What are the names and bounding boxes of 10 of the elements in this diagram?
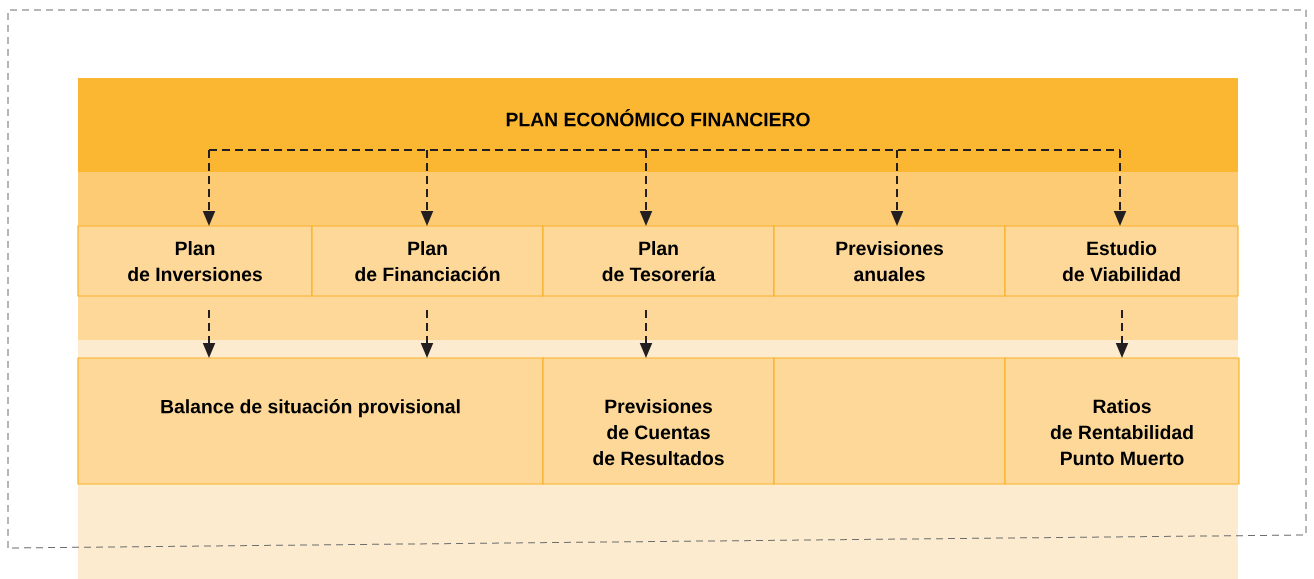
table-cell: Plan de Financiación <box>311 225 544 297</box>
table-cell: Previsiones de Cuentas de Resultados <box>542 357 775 485</box>
table-cell: Ratios de Rentabilidad Punto Muerto <box>1004 357 1240 485</box>
table-cell: Plan de Inversiones <box>77 225 313 297</box>
table-cell: Plan de Tesorería <box>542 225 775 297</box>
table-cell: Estudio de Viabilidad <box>1004 225 1239 297</box>
title-band: PLAN ECONÓMICO FINANCIERO <box>78 78 1238 172</box>
table-cell: Previsiones anuales <box>773 225 1006 297</box>
table-cell <box>773 357 1006 485</box>
connector-line <box>208 149 1121 151</box>
